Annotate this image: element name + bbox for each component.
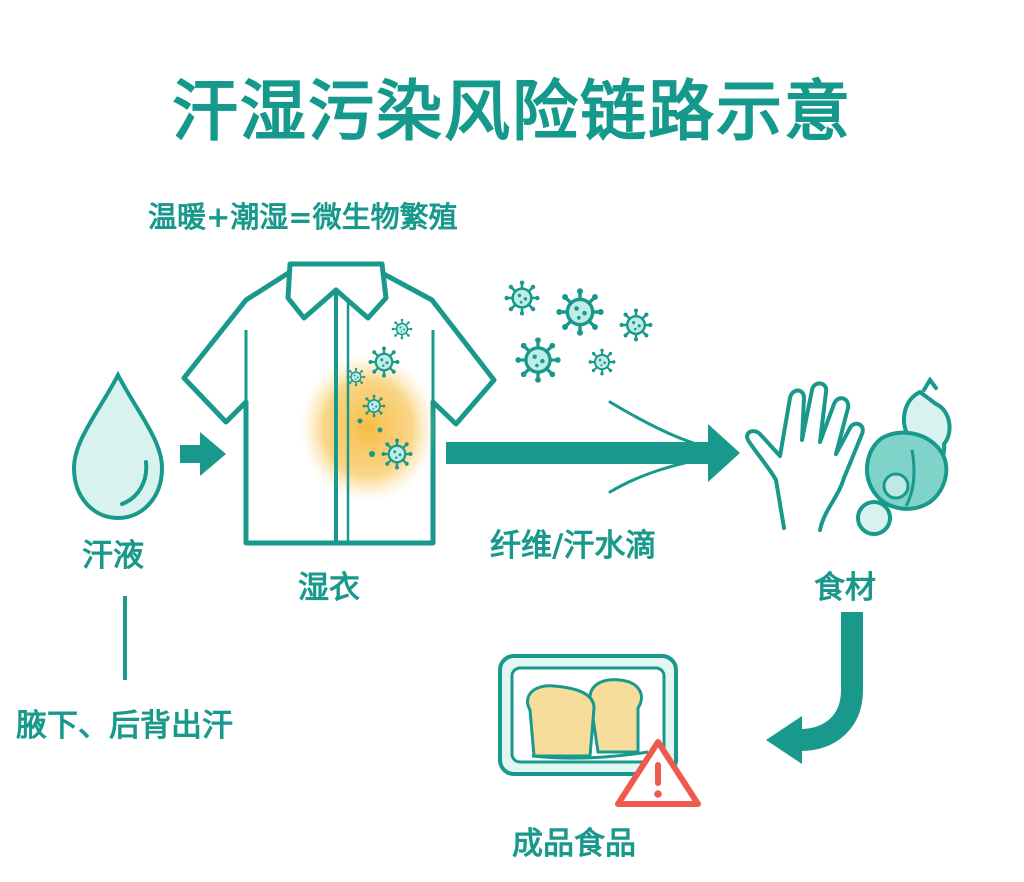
ingredients-label: 食材: [814, 570, 876, 606]
arrow-to-product: [766, 612, 863, 764]
vegetables-icon: [856, 376, 952, 536]
arrow-to-ingredients: [446, 400, 740, 494]
finished-food-label: 成品食品: [512, 826, 636, 862]
condition-label: 温暖+潮湿=微生物繁殖: [148, 200, 458, 234]
hand-icon: [745, 381, 865, 532]
shirt-germs: [346, 317, 414, 471]
warning-icon: [615, 739, 701, 807]
sweat-label: 汗液: [82, 538, 144, 574]
bread-tray-icon: [498, 654, 678, 776]
diagram-title: 汗湿污染风险链路示意: [172, 73, 852, 150]
wet-clothes-label: 湿衣: [298, 570, 360, 606]
transfer-label: 纤维/汗水滴: [490, 528, 657, 564]
arrow-to-shirt: [180, 432, 226, 476]
airborne-germs: [503, 279, 654, 385]
water-drop-icon: [71, 370, 165, 521]
sweat-source-label: 腋下、后背出汗: [16, 708, 233, 744]
shirt-icon: [181, 261, 497, 546]
